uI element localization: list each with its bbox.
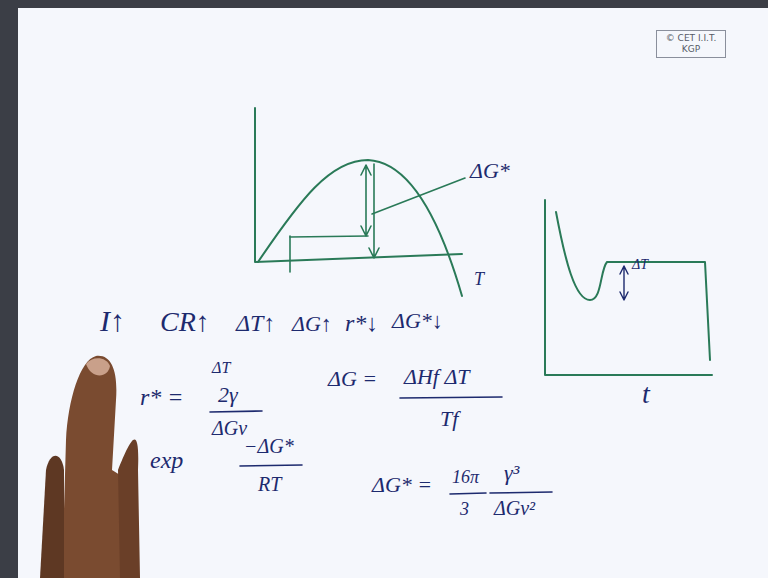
handwritten-label: r* = (140, 385, 184, 409)
handwritten-label: ΔT (212, 360, 230, 376)
handwritten-label: 3 (460, 500, 469, 518)
handwritten-label: ΔHf ΔT (404, 366, 470, 388)
handwritten-label: T (474, 270, 484, 288)
handwritten-label: I↑ (100, 306, 125, 336)
handwritten-label: ΔGv² (494, 498, 535, 518)
handwritten-label: ΔG*↓ (392, 310, 443, 332)
handwritten-label: Tf (440, 408, 458, 430)
handwritten-label: ΔGv (212, 418, 247, 438)
handwritten-label: CR↑ (160, 308, 210, 336)
handwritten-label: γ³ (504, 462, 519, 484)
handwritten-label: 2γ (218, 384, 238, 406)
handwritten-label: ΔT↑ (236, 311, 275, 335)
handwritten-label: ΔG* (470, 160, 510, 182)
handwritten-label: RT (258, 474, 281, 494)
handwritten-label: ΔG = (328, 368, 377, 390)
handwritten-label: 16π (452, 468, 479, 486)
watermark-box: © CET I.I.T. KGP (656, 30, 726, 58)
handwritten-label: ΔG↑ (292, 313, 332, 335)
handwritten-label: ΔG* = (372, 474, 432, 496)
handwritten-label: −ΔG* (244, 436, 294, 456)
watermark-text: © CET I.I.T. KGP (660, 33, 722, 55)
handwritten-label: exp (150, 448, 183, 472)
handwritten-label: r*↓ (345, 311, 378, 335)
handwritten-label: ΔT (632, 258, 648, 272)
handwritten-label: t (642, 380, 650, 408)
